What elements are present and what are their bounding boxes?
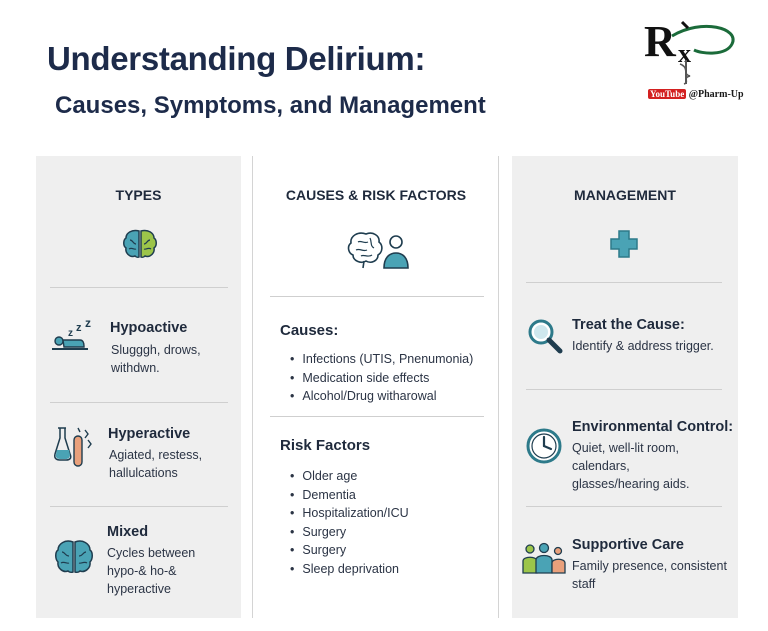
medical-cross-icon <box>610 230 638 258</box>
list-item: Older age <box>290 467 409 486</box>
type-desc-hyperactive: Agiated, restess, hallulcations <box>109 446 202 482</box>
risk-factors-list: Older age Dementia Hospitalization/ICU S… <box>290 467 409 579</box>
mgmt-title-treat: Treat the Cause: <box>572 317 685 333</box>
management-divider <box>526 282 722 283</box>
list-item: Dementia <box>290 486 409 505</box>
desc-line: hyperactive <box>107 582 171 596</box>
list-item: Sleep deprivation <box>290 560 409 579</box>
logo-caption: YouTube @Pharm-Up <box>648 89 744 100</box>
desc-line: Agiated, restess, <box>109 448 203 462</box>
channel-handle: @Pharm-Up <box>688 89 744 100</box>
causes-divider <box>270 296 484 297</box>
list-item: Infections (UTIS, Pnenumonia) <box>290 350 473 369</box>
rx-logo: R x <box>644 17 735 85</box>
risk-factors-title: Risk Factors <box>280 437 371 454</box>
list-item: Medication side effects <box>290 369 473 388</box>
brain-person-icon <box>347 232 409 269</box>
mgmt-desc-supportive: Family presence, consistent staff <box>572 557 738 593</box>
family-icon <box>522 542 566 574</box>
desc-line: Quiet, well-lit room, calendars, <box>572 441 679 473</box>
list-item: Alcohol/Drug witharowal <box>290 387 473 406</box>
type-desc-mixed: Cycles between hypo-& ho-& hyperactive <box>107 544 195 598</box>
column-separator <box>498 156 499 618</box>
causes-heading: CAUSES & RISK FACTORS <box>285 187 467 203</box>
causes-list: Infections (UTIS, Pnenumonia) Medication… <box>290 350 473 406</box>
list-item: Surgery <box>290 541 409 560</box>
desc-line: Identify & address trigger. <box>572 339 714 353</box>
management-divider <box>526 506 722 507</box>
column-separator <box>252 156 253 618</box>
desc-line: hallulcations <box>109 466 178 480</box>
brain-icon <box>123 229 157 258</box>
flask-tremor-icon <box>54 427 92 467</box>
mgmt-title-environment: Environmental Control: <box>572 419 734 435</box>
desc-line: Cycles between <box>107 546 196 560</box>
type-desc-hypoactive: Slugggh, drows, withdwn. <box>111 341 201 377</box>
types-divider <box>50 402 228 403</box>
desc-line: withdwn. <box>111 361 160 375</box>
types-divider <box>50 506 228 507</box>
brain-icon <box>55 540 93 573</box>
mgmt-desc-environment: Quiet, well-lit room, calendars, glasses… <box>572 439 738 493</box>
management-panel: MANAGEMENT Treat the Cause: Identify & a… <box>512 156 738 618</box>
mgmt-desc-treat: Identify & address trigger. <box>572 337 714 355</box>
desc-line: glasses/hearing aids. <box>572 477 690 491</box>
svg-text:z: z <box>85 320 91 330</box>
desc-line: Slugggh, drows, <box>111 343 201 357</box>
types-panel: TYPES z z z Hypoactive Slugggh, drows, w… <box>36 156 241 618</box>
magnifier-icon <box>528 319 563 354</box>
types-heading: TYPES <box>115 187 162 203</box>
clock-icon <box>526 428 562 464</box>
causes-panel: CAUSES & RISK FACTORS Causes: Infections… <box>266 156 486 618</box>
desc-line: Family presence, consistent staff <box>572 559 727 591</box>
svg-text:z: z <box>76 322 82 334</box>
causes-divider <box>270 416 484 417</box>
list-item: Surgery <box>290 523 409 542</box>
type-title-hyperactive: Hyperactive <box>108 426 191 442</box>
management-divider <box>526 389 722 390</box>
type-title-hypoactive: Hypoactive <box>110 320 188 336</box>
management-heading: MANAGEMENT <box>574 187 676 203</box>
page-title: Understanding Delirium: <box>47 40 426 77</box>
types-divider <box>50 287 228 288</box>
youtube-badge: YouTube <box>648 89 687 99</box>
type-title-mixed: Mixed <box>107 524 149 540</box>
desc-line: hypo-& ho-& <box>107 564 177 578</box>
svg-text:x: x <box>678 39 691 68</box>
svg-text:R: R <box>644 17 677 66</box>
causes-title: Causes: <box>280 322 339 339</box>
svg-text:z: z <box>68 328 73 339</box>
mgmt-title-supportive: Supportive Care <box>572 537 684 553</box>
list-item: Hospitalization/ICU <box>290 504 408 523</box>
page-subtitle: Causes, Symptoms, and Management <box>55 92 486 119</box>
sleeping-person-icon: z z z <box>52 320 91 350</box>
